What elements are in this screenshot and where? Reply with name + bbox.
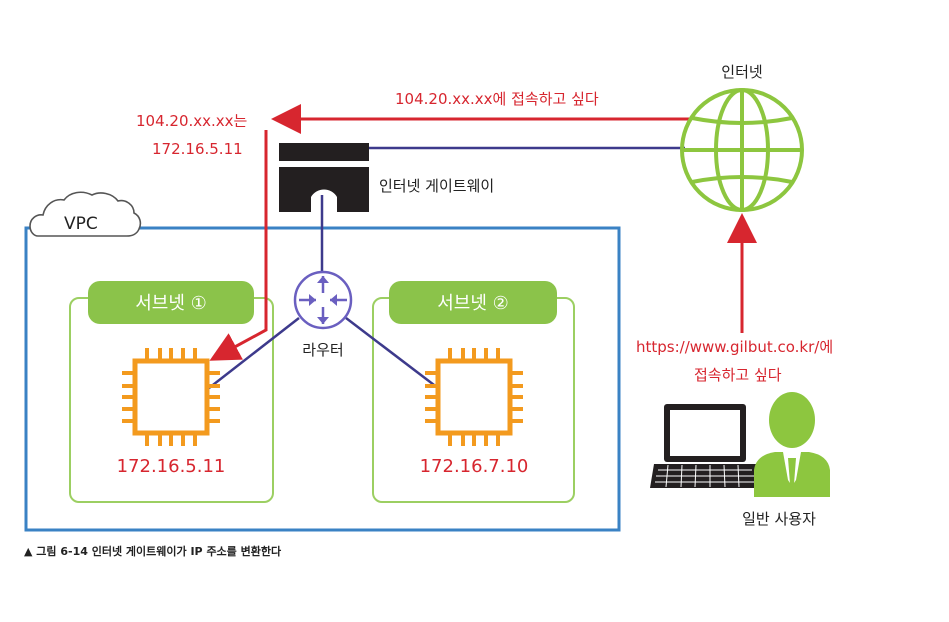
router-label: 라우터	[302, 341, 343, 359]
cloud-icon	[29, 191, 142, 237]
instance-2-ip: 172.16.7.10	[420, 456, 529, 477]
translation-label-line2: 172.16.5.11	[152, 140, 243, 158]
instance-1-ip: 172.16.5.11	[117, 456, 226, 477]
request-label: 104.20.xx.xx에 접속하고 싶다	[395, 90, 599, 108]
gateway-label: 인터넷 게이트웨이	[379, 177, 494, 195]
link-router-instance1	[208, 317, 300, 389]
internet-label: 인터넷	[721, 63, 762, 81]
translation-label-line1: 104.20.xx.xx는	[136, 112, 248, 130]
figure-caption: ▲ 그림 6-14 인터넷 게이트웨이가 IP 주소를 변환한다	[24, 544, 282, 558]
user-request-line1: https://www.gilbut.co.kr/에	[636, 338, 833, 356]
link-router-instance2	[345, 317, 439, 389]
subnet-1-header	[88, 281, 254, 324]
chip-icon	[122, 348, 220, 446]
user-request-line2: 접속하고 싶다	[694, 366, 782, 384]
router-icon	[293, 270, 353, 330]
globe-icon	[680, 88, 804, 212]
subnet-2-header	[389, 281, 557, 324]
laptop-icon	[650, 404, 760, 488]
vpc-label: VPC	[64, 214, 98, 234]
subnet-1-label: 서브넷 ①	[135, 293, 207, 314]
user-icon	[754, 392, 830, 497]
chip-icon	[425, 348, 523, 446]
internet-gateway-icon	[279, 143, 369, 212]
subnet-2-label: 서브넷 ②	[437, 293, 509, 314]
user-label: 일반 사용자	[742, 510, 816, 528]
arrow-translate-to-instance	[209, 130, 268, 361]
